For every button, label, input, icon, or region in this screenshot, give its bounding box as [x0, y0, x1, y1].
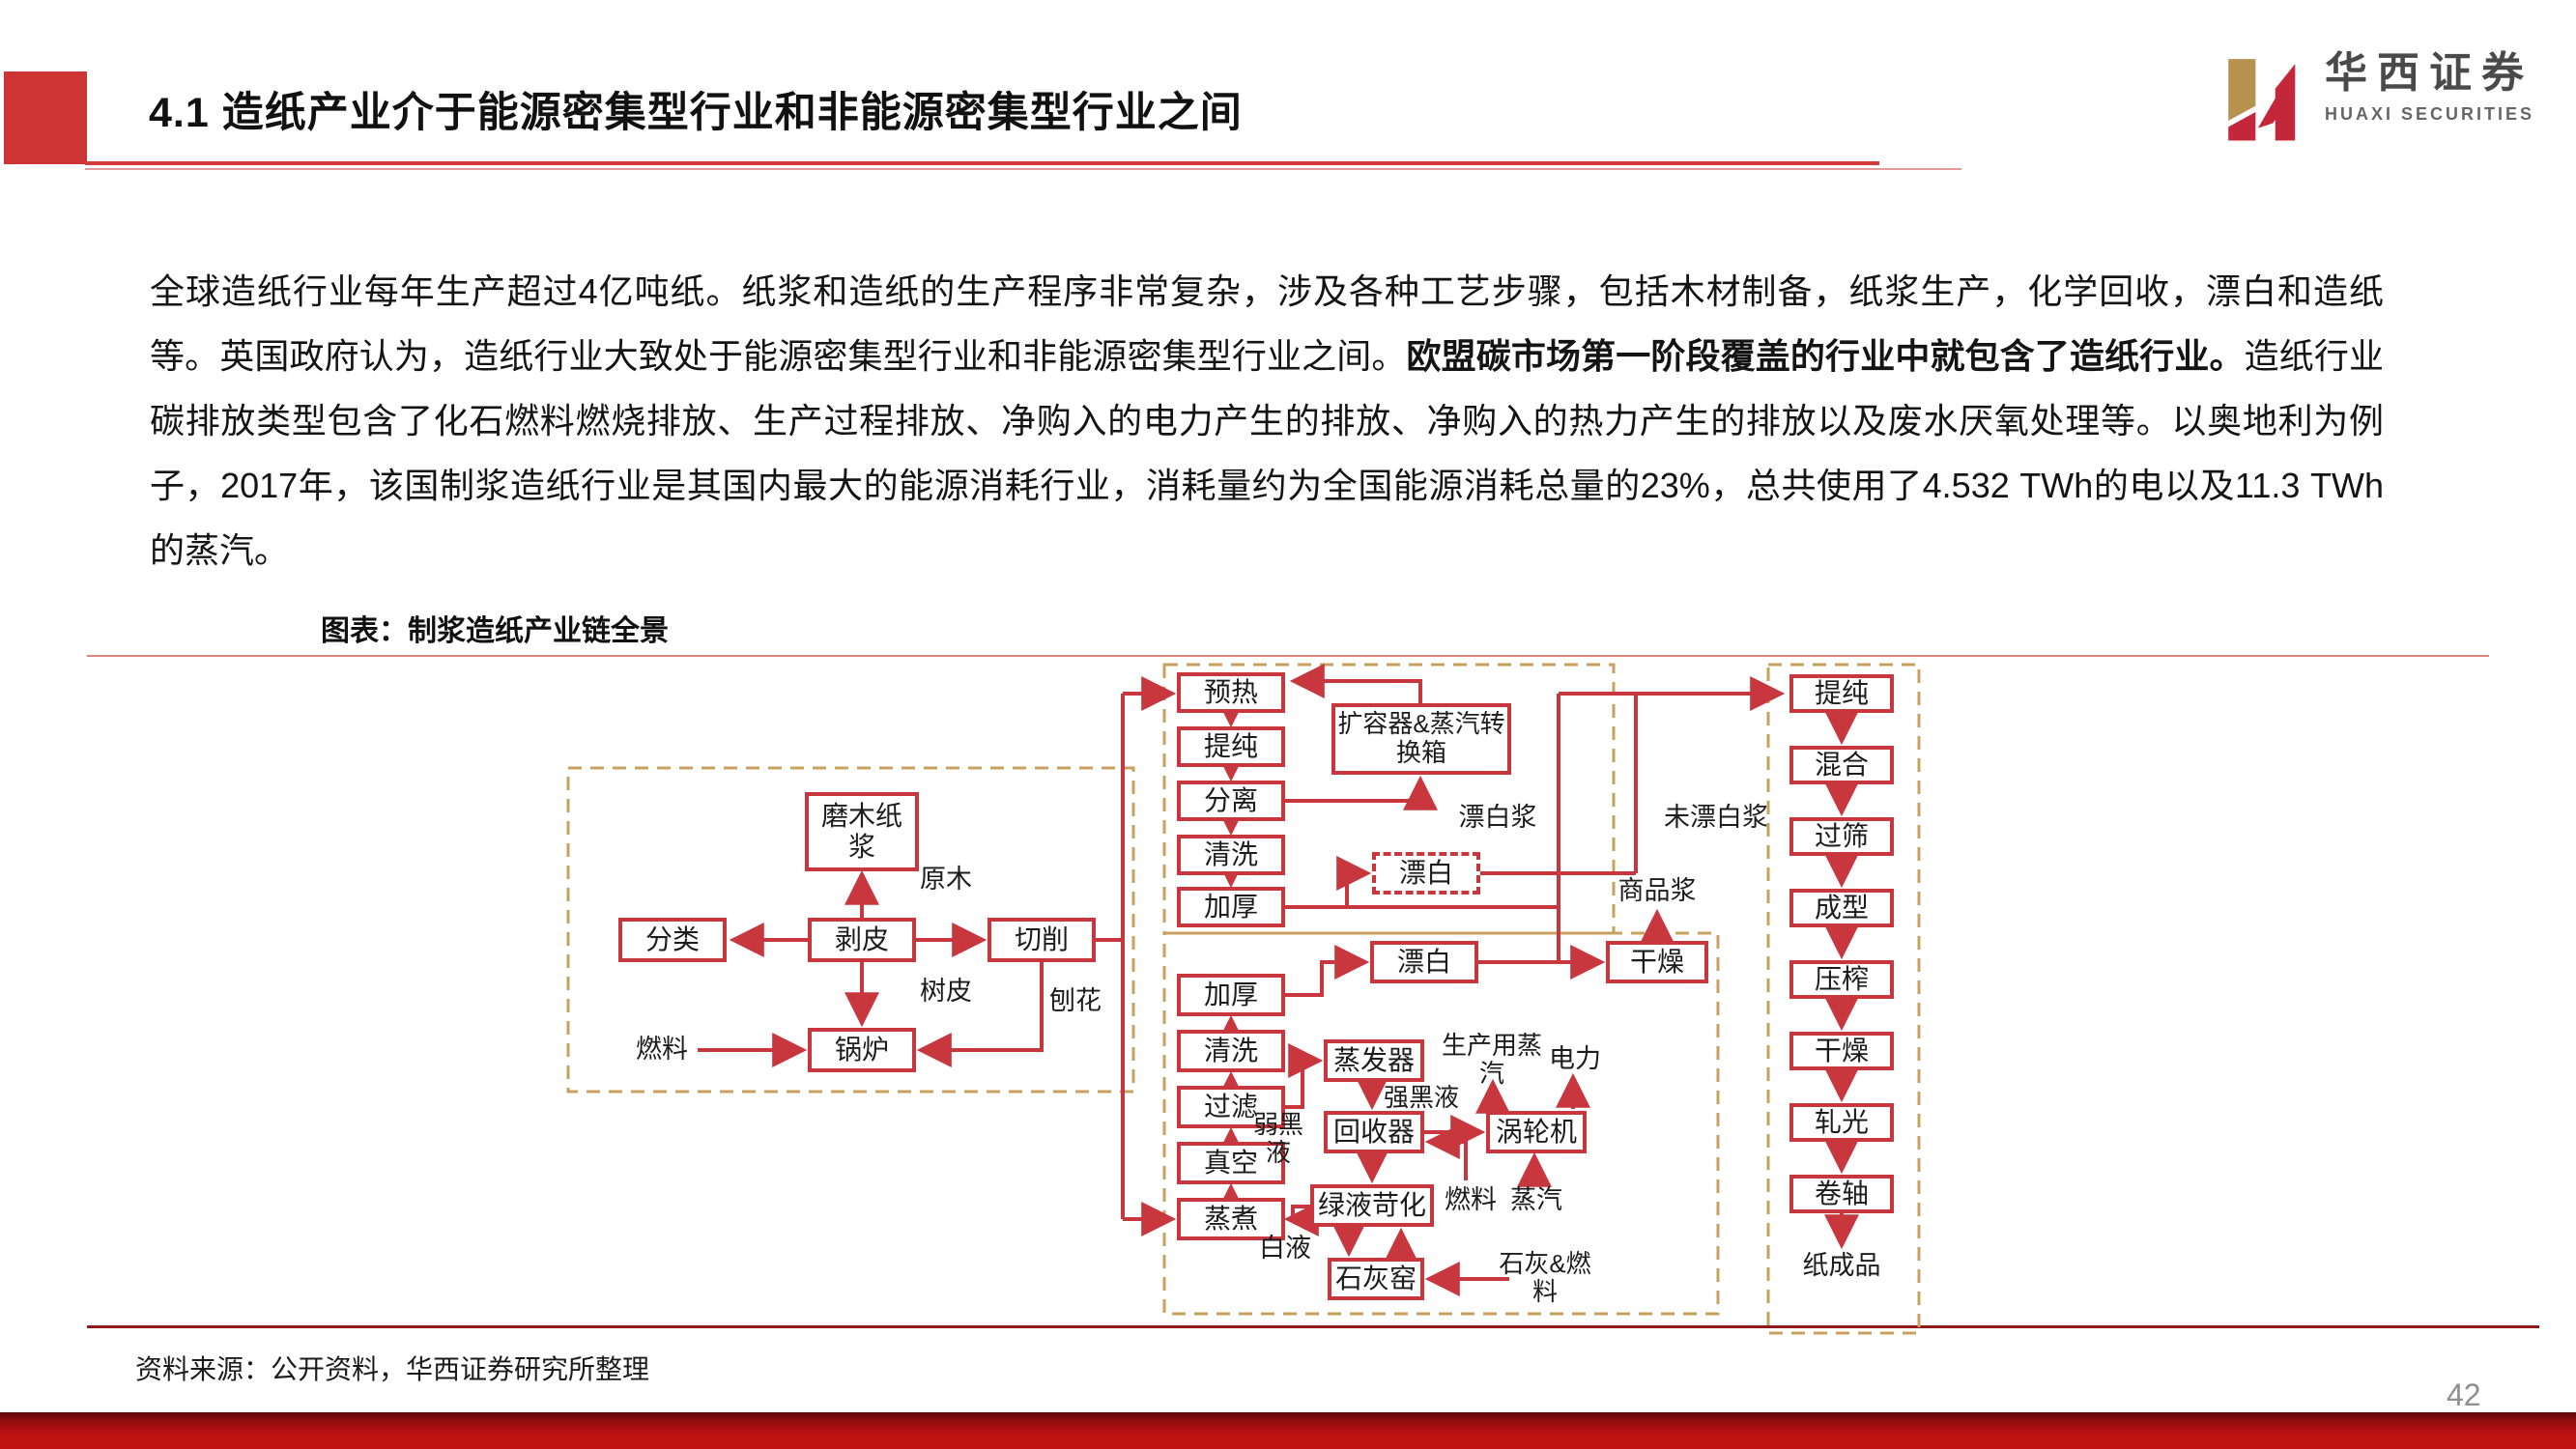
flow-node-boiler: 锅炉	[808, 1028, 916, 1072]
flow-label-shavings: 刨花	[1049, 986, 1102, 1015]
flow-label-fuel: 燃料	[636, 1035, 688, 1064]
flow-node-lime-kiln: 石灰窑	[1328, 1258, 1424, 1300]
footer-rule	[87, 1325, 2539, 1328]
title-underline-shadow	[85, 168, 1961, 170]
source-note: 资料来源：公开资料，华西证券研究所整理	[135, 1354, 650, 1384]
flow-node-separate: 分离	[1177, 781, 1285, 821]
flow-node-reeling: 卷轴	[1789, 1175, 1894, 1213]
flow-label-unbleached-pulp: 未漂白浆	[1664, 803, 1768, 832]
flow-label-logs: 原木	[920, 865, 972, 894]
huaxi-logo-icon	[2228, 59, 2296, 141]
company-logo: 华西证券 HUAXI SECURITIES	[2218, 49, 2535, 147]
flow-node-forming: 成型	[1789, 889, 1894, 927]
flow-node-green-liquor-causticizing: 绿液苛化	[1310, 1184, 1434, 1227]
flow-label-lime-and-fuel: 石灰&燃料	[1499, 1249, 1591, 1306]
flow-node-pulp-drying: 干燥	[1606, 941, 1708, 983]
flow-node-wash-2: 清洗	[1177, 1030, 1285, 1072]
page-number: 42	[2447, 1378, 2481, 1412]
title-accent-square	[4, 71, 87, 164]
figure-caption: 图表：制浆造纸产业链全景	[321, 615, 669, 647]
flow-node-purify-2: 提纯	[1789, 674, 1894, 713]
flow-label-electricity: 电力	[1549, 1044, 1601, 1073]
logo-en-text: HUAXI SECURITIES	[2325, 104, 2535, 125]
title-underline	[85, 161, 1879, 165]
flow-node-debarking: 剥皮	[808, 918, 916, 962]
flow-label-bleached-pulp: 漂白浆	[1458, 803, 1537, 832]
body-text-1: 全球造纸行业每年生产超过4亿吨纸。纸浆和造纸的生产程序非常复杂，涉及各种工艺步骤…	[150, 271, 2384, 376]
flow-node-pressing: 压榨	[1789, 960, 1894, 999]
flow-node-screening: 过筛	[1789, 817, 1894, 856]
flow-label-white-liquor: 白液	[1259, 1234, 1311, 1263]
page-title: 4.1 造纸产业介于能源密集型行业和非能源密集型行业之间	[149, 90, 1243, 136]
flow-node-thicken-2: 加厚	[1177, 974, 1285, 1016]
body-text-2: 造纸行业碳排放类型包含了化石燃料燃烧排放、生产过程排放、净购入的电力产生的排放、…	[150, 336, 2384, 570]
body-paragraph: 全球造纸行业每年生产超过4亿吨纸。纸浆和造纸的生产程序非常复杂，涉及各种工艺步骤…	[150, 259, 2384, 582]
flow-node-sorting: 分类	[618, 918, 727, 962]
flow-node-turbine: 涡轮机	[1486, 1111, 1587, 1153]
flow-label-bark: 树皮	[920, 977, 972, 1006]
flow-node-evaporator: 蒸发器	[1324, 1039, 1424, 1082]
flow-node-expander-steam-converter: 扩容器&蒸汽转换箱	[1331, 703, 1511, 775]
flow-label-commodity-pulp: 商品浆	[1617, 876, 1697, 905]
flow-label-fuel-2: 燃料	[1445, 1185, 1497, 1214]
flow-node-chipping: 切削	[987, 918, 1096, 962]
body-text-bold: 欧盟碳市场第一阶段覆盖的行业中就包含了造纸行业。	[1406, 336, 2245, 376]
figure-top-rule	[87, 655, 2489, 657]
flow-label-process-steam: 生产用蒸汽	[1441, 1031, 1542, 1088]
flow-node-thicken-1: 加厚	[1177, 887, 1285, 927]
logo-cn-text: 华西证券	[2325, 49, 2533, 97]
flow-node-mixing: 混合	[1789, 746, 1894, 784]
flow-label-finished-paper: 纸成品	[1802, 1251, 1881, 1280]
flow-node-bleach-optional: 漂白	[1372, 852, 1480, 895]
flow-node-recovery-boiler: 回收器	[1324, 1111, 1424, 1153]
flow-node-preheat: 预热	[1177, 672, 1285, 713]
flow-node-groundwood-pulp: 磨木纸浆	[805, 792, 919, 871]
flow-node-bleach: 漂白	[1370, 941, 1478, 983]
footer-red-band	[0, 1412, 2576, 1449]
flow-node-purify-1: 提纯	[1177, 726, 1285, 767]
flow-node-wash-1: 清洗	[1177, 835, 1285, 875]
flow-label-weak-black-liquor: 弱黑液	[1252, 1110, 1303, 1167]
flow-label-steam: 蒸汽	[1510, 1185, 1562, 1214]
flow-node-paper-drying: 干燥	[1789, 1032, 1894, 1070]
flow-node-calendering: 轧光	[1789, 1103, 1894, 1142]
flow-label-strong-black-liquor: 强黑液	[1384, 1083, 1460, 1112]
